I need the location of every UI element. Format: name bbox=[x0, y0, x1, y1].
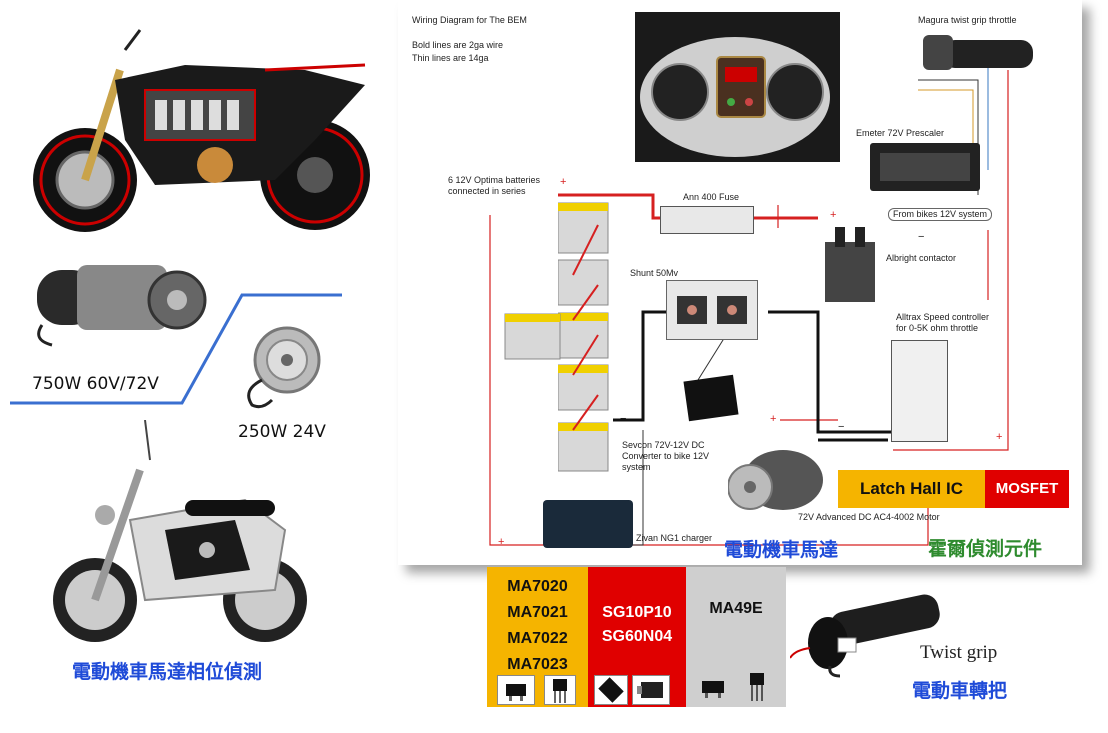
battery-side bbox=[503, 312, 563, 362]
twist-grip-caption-zh: 電動車轉把 bbox=[912, 680, 1008, 702]
hub-motor-photo bbox=[232, 320, 322, 410]
converter-label-3: system bbox=[622, 462, 651, 472]
batteries-label-1: 6 12V Optima batteries bbox=[448, 175, 541, 185]
svg-text:+: + bbox=[498, 536, 504, 548]
svg-text:+: + bbox=[830, 209, 836, 221]
contactor-label: Albright contactor bbox=[886, 253, 957, 263]
emeter-photo bbox=[870, 143, 980, 191]
motor-caption-zh: 電動機車馬達 bbox=[724, 539, 839, 561]
gear-motor-photo bbox=[22, 255, 212, 350]
latch-hall-banner bbox=[838, 470, 985, 508]
hall-caption-zh: 霍爾偵測元件 bbox=[928, 538, 1043, 560]
wiring-diagram: + + + + + − − − Wiring Diagram for The BEM Bo… bbox=[398, 0, 1082, 565]
controller-photo bbox=[891, 340, 948, 442]
latch-part-3: MA7022 bbox=[507, 630, 568, 647]
twist-grip-label: Twist grip bbox=[920, 642, 998, 663]
svg-text:+: + bbox=[560, 176, 566, 188]
controller-label-1: Alltrax Speed controller bbox=[896, 312, 990, 322]
mosfet-part-2: SG60N04 bbox=[601, 628, 673, 645]
fuse-label: Ann 400 Fuse bbox=[683, 192, 740, 202]
svg-text:+: + bbox=[996, 431, 1002, 443]
converter-label-1: Sevcon 72V-12V DC bbox=[622, 440, 705, 450]
scooter-caption: 電動機車馬達相位偵測 bbox=[72, 661, 263, 683]
mosfet-package-dpak bbox=[632, 675, 670, 705]
fuse-photo bbox=[660, 206, 754, 234]
diagram-title: Wiring Diagram for The BEM bbox=[412, 15, 527, 25]
scooter-photo bbox=[35, 419, 335, 650]
converter-label-2: Converter to bike 12V bbox=[622, 451, 710, 461]
charger-photo bbox=[543, 500, 633, 548]
dc-motor-label: 72V Advanced DC AC4-4002 Motor bbox=[798, 512, 940, 522]
battery-pack bbox=[557, 195, 658, 475]
linear-package-sot bbox=[696, 675, 730, 699]
mosfet-package-soic bbox=[594, 675, 628, 705]
dc-motor-photo bbox=[727, 442, 828, 517]
linear-package-to92 bbox=[742, 670, 772, 704]
latch-part-1: MA7020 bbox=[507, 578, 568, 595]
svg-text:−: − bbox=[620, 413, 626, 425]
gear-motor-caption: 750W 60V/72V bbox=[32, 374, 159, 394]
mosfet-banner bbox=[985, 470, 1069, 508]
shunt-label: Shunt 50Mv bbox=[630, 268, 679, 278]
linear-part: MA49E bbox=[709, 600, 763, 617]
svg-text:+: + bbox=[770, 413, 776, 425]
controller-label-2: for 0-5K ohm throttle bbox=[896, 323, 979, 333]
latch-part-4: MA7023 bbox=[507, 656, 568, 673]
hub-motor-caption: 250W 24V bbox=[238, 422, 326, 442]
twist-grip-photo bbox=[789, 588, 950, 678]
diagram-note-bold: Bold lines are 2ga wire bbox=[412, 40, 504, 50]
batteries-label-2: connected in series bbox=[448, 186, 526, 196]
latch-package-sot bbox=[497, 675, 535, 705]
dashboard-photo bbox=[635, 12, 840, 162]
throttle-photo bbox=[913, 30, 1033, 75]
svg-text:−: − bbox=[838, 421, 844, 433]
converter-photo bbox=[683, 374, 739, 422]
throttle-label: Magura twist grip throttle bbox=[918, 15, 1017, 25]
svg-text:−: − bbox=[918, 231, 924, 243]
bike12v-label: From bikes 12V system bbox=[888, 208, 993, 221]
latch-part-2: MA7021 bbox=[507, 604, 568, 621]
mosfet-label: MOSFET bbox=[995, 480, 1059, 497]
latch-hall-label: Latch Hall IC bbox=[860, 479, 963, 498]
latch-package-to92 bbox=[544, 675, 576, 705]
emeter-label: Emeter 72V Prescaler bbox=[856, 128, 945, 138]
latch-parts-list: MA7020 MA7021 MA7022 MA7023 bbox=[487, 574, 588, 678]
shunt-photo bbox=[666, 280, 758, 340]
diagram-note-thin: Thin lines are 14ga bbox=[412, 53, 489, 63]
charger-label: Zivan NG1 charger bbox=[636, 533, 713, 543]
contactor-photo bbox=[820, 222, 880, 307]
accent-line bbox=[10, 293, 342, 405]
motorcycle-photo bbox=[15, 10, 385, 235]
mosfet-part-1: SG10P10 bbox=[602, 604, 672, 621]
